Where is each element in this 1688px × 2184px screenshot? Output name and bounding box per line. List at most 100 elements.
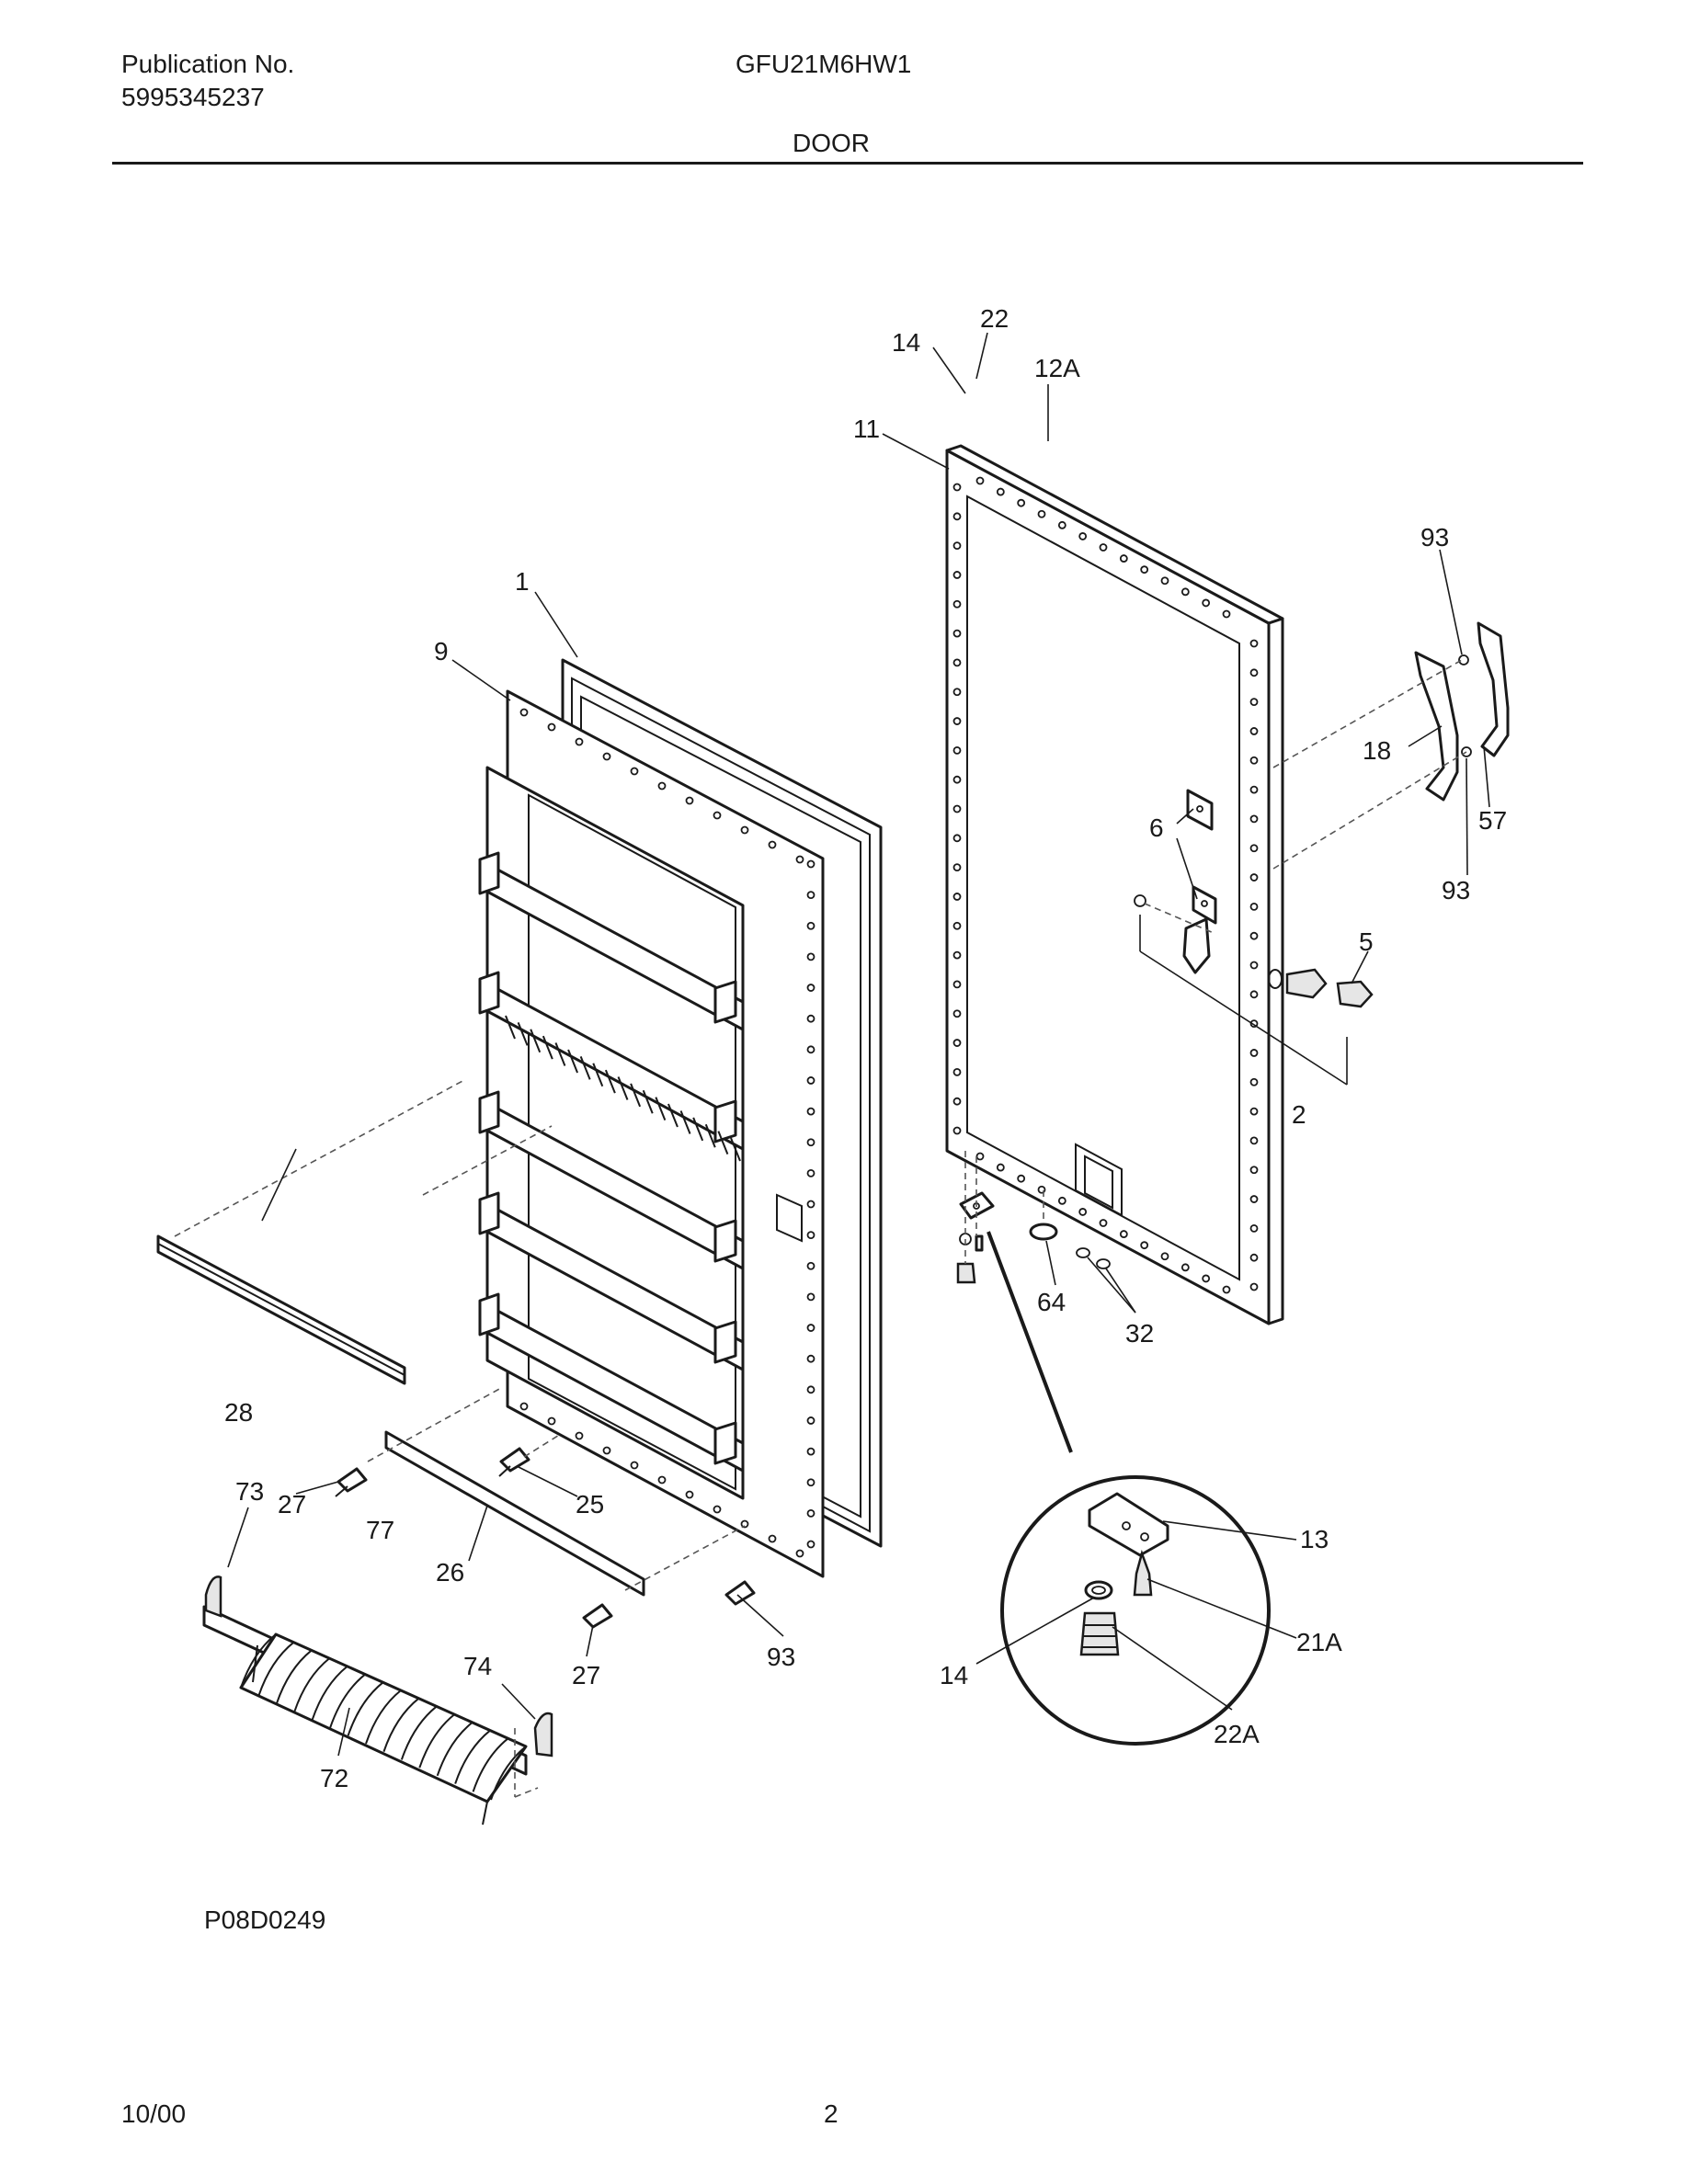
basket-rib: [329, 1673, 366, 1728]
panel-hole: [952, 1067, 962, 1076]
shelf-clip-left: [478, 1090, 500, 1134]
section-title: DOOR: [793, 129, 870, 157]
liner-hole: [547, 1416, 556, 1426]
liner-hole: [713, 811, 722, 820]
panel-hole: [952, 1126, 962, 1135]
liner-hole: [685, 796, 694, 805]
shelf-clip-left: [478, 851, 500, 895]
hinge-plate-6-upper: [1186, 789, 1214, 831]
door-basket: [202, 1605, 539, 1826]
liner-hole: [806, 1385, 815, 1394]
basket-rib: [311, 1666, 348, 1721]
panel-hole: [1249, 639, 1259, 648]
panel-hole: [952, 775, 962, 784]
callout-11: 11: [853, 415, 880, 443]
liner-hole: [806, 1508, 815, 1518]
liner-hole: [713, 1505, 722, 1514]
liner-hole: [806, 1292, 815, 1302]
liner-hole: [806, 921, 815, 930]
shelf-wire: [630, 1083, 642, 1108]
screw-25: [498, 1447, 530, 1477]
shelf-rail-26: [384, 1430, 645, 1597]
liner-hole: [806, 1076, 815, 1085]
basket-rib: [293, 1657, 330, 1712]
callout-1: 1: [515, 567, 530, 596]
liner-hole: [519, 708, 529, 717]
panel-hole: [1099, 543, 1108, 552]
liner-hole: [602, 752, 611, 761]
shelf-wire: [604, 1069, 616, 1094]
liner-hole: [602, 1446, 611, 1455]
shelf-wire: [617, 1076, 629, 1100]
outer-door-panel: [945, 444, 1284, 1325]
publication-label: Publication No.: [121, 50, 295, 78]
liner-hole: [768, 840, 777, 849]
panel-hole: [1249, 990, 1259, 999]
liner-hole: [657, 781, 667, 791]
liner-hole: [806, 1261, 815, 1270]
liner-hole: [806, 891, 815, 900]
basket-end-cap-74: [533, 1712, 553, 1757]
liner-hole: [806, 1324, 815, 1332]
panel-hole: [1249, 1282, 1259, 1291]
panel-hole: [952, 658, 962, 667]
panel-hole: [1222, 609, 1231, 619]
callout-25: 25: [576, 1490, 604, 1519]
basket-rib: [454, 1729, 491, 1784]
panel-hole: [1017, 1174, 1026, 1183]
shelf-wire: [530, 1029, 542, 1053]
callout-74: 74: [463, 1652, 492, 1680]
panel-hole: [975, 1152, 985, 1161]
panel-hole: [1119, 1230, 1128, 1238]
panel-hole: [952, 688, 962, 697]
shelf-wire: [692, 1117, 704, 1142]
shelf-clip-right: [713, 1099, 737, 1143]
panel-hole: [996, 1163, 1005, 1172]
shelf-clip-left: [478, 1191, 500, 1235]
liner-hole: [806, 1540, 815, 1549]
panel-hole: [1180, 587, 1190, 597]
liner-hole: [806, 984, 815, 992]
liner-hole: [685, 1490, 694, 1499]
bushing-small: [956, 1262, 976, 1284]
panel-hole: [1160, 576, 1169, 586]
liner-hole: [575, 1431, 584, 1440]
callout-27-upper: 27: [278, 1490, 306, 1519]
callout-22a: 22A: [1214, 1720, 1260, 1748]
panel-hole: [1202, 598, 1211, 608]
panel-hole: [1078, 1208, 1088, 1216]
panel-hole: [1078, 532, 1088, 540]
leader-lines: [227, 332, 1490, 1757]
callout-9: 9: [434, 637, 449, 665]
callout-2: 2: [1292, 1100, 1306, 1129]
panel-hole: [1249, 1223, 1259, 1233]
panel-hole: [952, 599, 962, 609]
panel-hole: [952, 834, 962, 843]
callout-labels: 22 14 12A 11 93 1 9 18 57 6 93 5 2 64 32…: [224, 304, 1507, 1792]
shelf-clip-right: [713, 980, 737, 1024]
callout-64: 64: [1037, 1288, 1066, 1316]
panel-hole: [952, 1097, 962, 1106]
liner-hole: [806, 1416, 815, 1425]
shelf-wire: [579, 1055, 591, 1080]
publication-number: 5995345237: [121, 83, 265, 111]
liner-hole: [795, 1549, 804, 1558]
pin-small: [975, 1234, 984, 1252]
panel-hole: [1249, 1107, 1259, 1116]
panel-hole: [996, 487, 1005, 496]
shelf-wire: [592, 1063, 604, 1087]
shelf-wire: [505, 1015, 516, 1040]
hinge-bracket-57: [1477, 621, 1510, 757]
basket-rib: [418, 1713, 455, 1769]
liner-hole: [547, 722, 556, 732]
liner-hole: [806, 1354, 815, 1363]
panel-hole: [1222, 1285, 1231, 1294]
panel-hole: [952, 1039, 962, 1047]
panel-hole: [1249, 1166, 1259, 1175]
basket-rib: [347, 1681, 384, 1736]
callout-14-detail: 14: [940, 1661, 968, 1689]
inner-door-liner: [478, 689, 825, 1578]
callout-57: 57: [1478, 806, 1507, 835]
callout-26: 26: [436, 1558, 464, 1587]
panel-hole: [1202, 1274, 1211, 1283]
